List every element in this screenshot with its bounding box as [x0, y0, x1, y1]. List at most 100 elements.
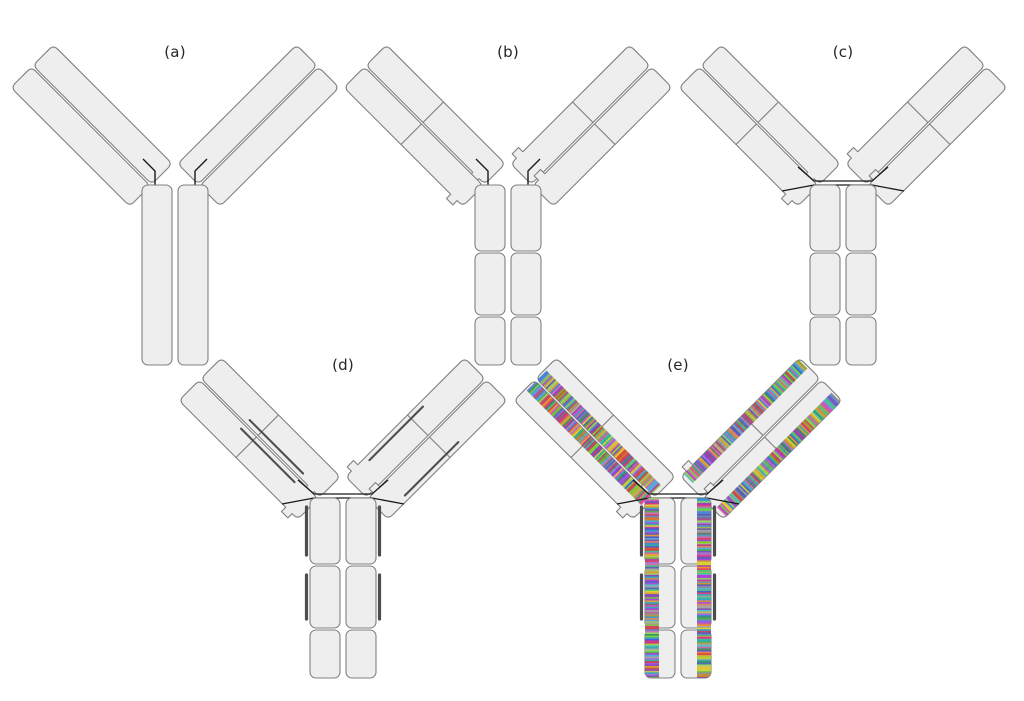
sequence-stripe [530, 384, 541, 396]
sequence-stripe [566, 420, 577, 432]
sequence-stripe [770, 452, 781, 464]
sequence-stripe [824, 398, 836, 409]
sequence-stripe [567, 401, 579, 412]
sequence-stripe [697, 533, 711, 536]
sequence-stripe [599, 453, 610, 465]
sequence-stripe [697, 592, 711, 595]
right-heavy-arm-disulfide-bond [368, 405, 424, 462]
right-hinge-linker [527, 158, 541, 185]
sequence-stripe [697, 669, 711, 672]
sequence-stripe [697, 608, 711, 611]
left-heavy-arm-disulfide-bond [248, 419, 305, 475]
sequence-stripe [697, 512, 711, 515]
sequence-stripe [550, 405, 562, 416]
right-stem-domain-0 [510, 184, 542, 252]
sequence-stripe [645, 499, 659, 502]
sequence-stripe [783, 372, 794, 384]
sequence-stripe [645, 554, 659, 557]
sequence-stripe [579, 412, 590, 424]
sequence-stripe [612, 467, 624, 478]
sequence-stripe [697, 656, 711, 659]
sequence-stripe [775, 446, 787, 458]
sequence-stripe [645, 594, 659, 597]
sequence-stripe [580, 413, 591, 425]
sequence-stripe [632, 487, 644, 499]
sequence-stripe [761, 394, 773, 406]
sequence-stripe [697, 554, 711, 557]
sequence-stripe [590, 423, 602, 435]
sequence-stripe [697, 458, 708, 470]
sequence-stripe [590, 444, 601, 456]
right-stem-domain-1 [345, 565, 377, 629]
sequence-stripe [645, 669, 659, 672]
sequence-stripe [697, 610, 711, 613]
sequence-stripe [762, 460, 773, 472]
sequence-stripe [570, 425, 582, 437]
right-heavy-chain-stem [510, 184, 542, 366]
sequence-stripe [757, 398, 768, 410]
sequence-stripe [697, 622, 711, 625]
sequence-stripe [645, 555, 659, 558]
left-hinge-lower-linker [616, 497, 650, 505]
sequence-stripe [588, 443, 600, 455]
sequence-stripe [582, 415, 594, 427]
sequence-stripe [697, 581, 711, 584]
sequence-stripe [564, 397, 576, 409]
left-heavy-chain-stem [304, 497, 341, 679]
sequence-stripe [631, 464, 642, 476]
sequence-stripe [724, 431, 735, 443]
sequence-stripe [779, 376, 791, 387]
sequence-stripe [697, 510, 711, 513]
sequence-stripe [645, 531, 659, 534]
sequence-stripe [714, 441, 725, 453]
right-heavy-arm-outline [846, 46, 984, 183]
left-light-chain-arm [345, 68, 482, 206]
sequence-stripe [721, 501, 733, 512]
sequence-stripe [583, 437, 594, 449]
left-stem-domain-0 [309, 497, 341, 565]
sequence-stripe [645, 558, 659, 561]
sequence-stripe [594, 449, 606, 460]
sequence-stripe [708, 447, 720, 459]
left-heavy-arm-domain-divider [757, 101, 779, 123]
sequence-stripe [697, 565, 711, 568]
sequence-stripe [598, 431, 610, 443]
left-stem-domain-2 [474, 316, 506, 366]
sequence-stripe [797, 425, 808, 437]
sequence-stripe [697, 672, 711, 675]
sequence-stripe [767, 388, 778, 400]
sequence-stripe [645, 542, 659, 545]
sequence-stripe [732, 423, 743, 435]
sequence-stripe [544, 399, 556, 411]
sequence-stripe [697, 504, 711, 507]
sequence-stripe [563, 396, 574, 408]
left-heavy-chain-arm [537, 359, 674, 497]
sequence-stripe [768, 453, 780, 465]
left-heavy-arm-domain-divider [422, 101, 444, 123]
sequence-stripe [822, 400, 833, 412]
sequence-stripe [783, 439, 795, 450]
sequence-stripe [595, 428, 606, 439]
sequence-stripe [645, 557, 659, 560]
sequence-stripe [697, 624, 711, 627]
sequence-stripe [538, 371, 550, 383]
sequence-stripe [697, 542, 711, 545]
sequence-stripe [697, 530, 711, 533]
sequence-stripe [688, 467, 699, 479]
sequence-stripe [645, 576, 659, 579]
sequence-stripe [563, 418, 575, 430]
sequence-stripe [746, 409, 758, 420]
sequence-stripe [645, 613, 659, 616]
sequence-stripe [645, 533, 659, 536]
sequence-stripe [697, 675, 711, 678]
sequence-stripe [526, 381, 538, 392]
sequence-stripe [697, 584, 711, 587]
sequence-stripe [645, 602, 659, 605]
sequence-stripe [575, 409, 587, 420]
sequence-stripe [748, 474, 760, 485]
sequence-stripe [645, 598, 659, 601]
sequence-stripe [717, 438, 729, 450]
sequence-stripe [581, 414, 593, 426]
sequence-stripe [549, 403, 560, 415]
sequence-stripe [697, 587, 711, 590]
